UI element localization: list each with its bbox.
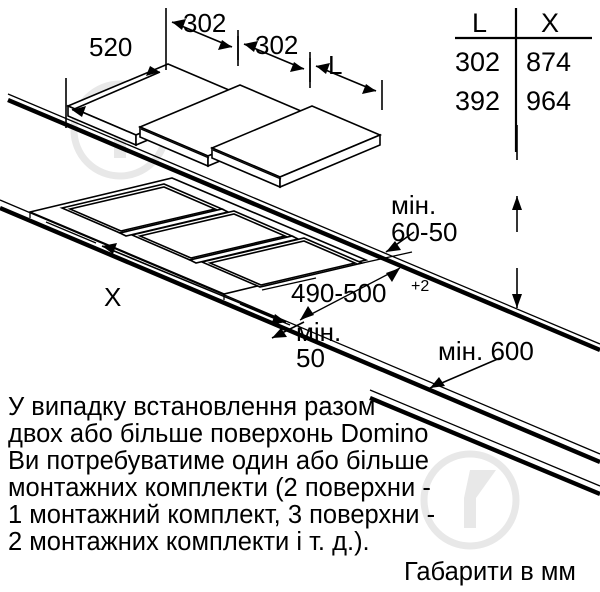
dimension-table: L X 302 874 392 964: [455, 8, 592, 152]
table-header-X: X: [541, 8, 559, 38]
table-cell-X-row1: 874: [526, 47, 571, 77]
dimension-min-60-50: мін. 60-50: [385, 190, 458, 253]
label-min-60-50-word: мін.: [391, 190, 436, 220]
dimension-302-first: 302: [165, 8, 239, 66]
table-cell-L-row1: 302: [455, 47, 500, 77]
note-line-6: 2 монтажних комплекти і т. д.).: [8, 528, 370, 556]
reference-line-bottom: [369, 395, 600, 497]
note-line-4: монтажних комплекти (2 поверхни -: [8, 474, 431, 502]
worktop-surface-line-middle-inner: [0, 199, 600, 455]
reference-line-bottom-inner: [369, 389, 600, 487]
note-line-2: двох або більше поверхонь Domino: [8, 420, 428, 448]
note-line-3: Ви потребуватиме один або більше: [8, 447, 429, 475]
units-caption: Габарити в мм: [404, 558, 576, 586]
label-L: L: [328, 50, 342, 80]
worktop-surface-line-top-inner: [7, 93, 600, 345]
dimension-min-50: мін. 50: [271, 317, 341, 373]
worktop-surface-line-middle: [0, 205, 600, 465]
dimension-520: 520: [65, 32, 167, 128]
label-302-second: 302: [255, 30, 298, 60]
label-min-50-value: 50: [296, 343, 325, 373]
dimension-X: X: [45, 221, 291, 326]
label-302-first: 302: [183, 8, 226, 38]
dimension-490-500: 490-500 +2: [261, 251, 429, 321]
label-520: 520: [89, 32, 132, 62]
table-header-L: L: [472, 8, 487, 38]
cutout-isometric-worktop: [27, 177, 369, 300]
dimension-302-second: 302: [237, 30, 311, 88]
table-cell-X-row2: 964: [526, 86, 571, 116]
label-min-50-word: мін.: [296, 317, 341, 347]
label-X: X: [104, 282, 121, 312]
watermark-bottom-right: [420, 450, 520, 550]
table-cell-L-row2: 392: [455, 86, 500, 116]
note-paragraph: У випадку встановлення разом двох або бі…: [8, 393, 435, 556]
label-min-600: мін. 600: [438, 336, 534, 366]
worktop-surface-line-top: [7, 97, 600, 353]
note-line-5: 1 монтажний комплект, 3 поверхни -: [8, 501, 435, 529]
note-line-1: У випадку встановлення разом: [8, 393, 375, 421]
top-isometric-cooktops: [65, 63, 383, 189]
label-min-60-50-value: 60-50: [391, 217, 458, 247]
dimension-min-600: мін. 600: [429, 125, 534, 389]
dimension-L: L: [309, 50, 383, 110]
label-490-500: 490-500: [291, 278, 386, 308]
label-490-500-superscript: +2: [411, 278, 429, 295]
